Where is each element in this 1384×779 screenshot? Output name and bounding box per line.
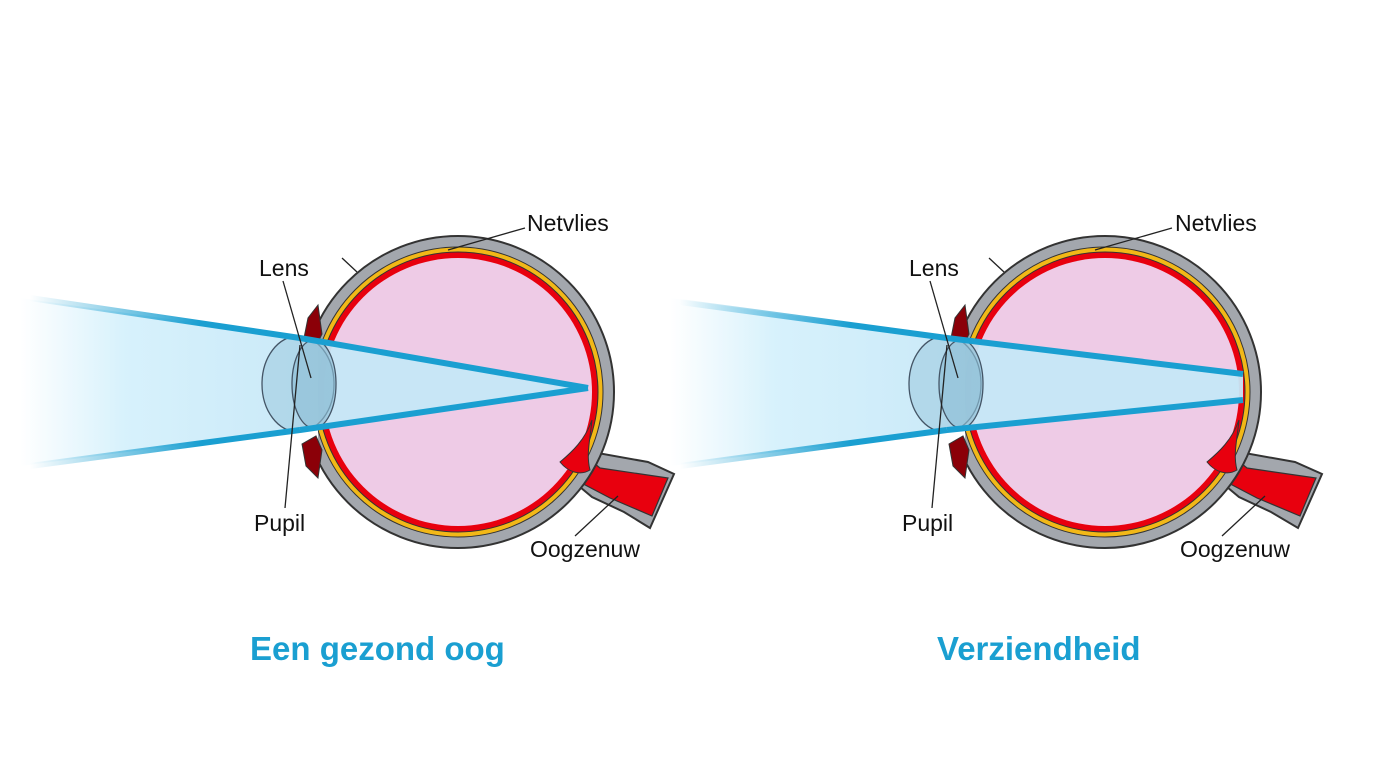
leader-retina-2 [341,257,358,273]
farsighted-eye: Lens Pupil Netvlies Oogzenuw [670,210,1324,562]
label-optic-nerve: Oogzenuw [1180,536,1290,562]
leader-retina-2 [988,257,1005,273]
ray-upper [29,295,301,341]
label-retina: Netvlies [1175,210,1257,236]
optic-disc [1206,419,1240,474]
leader-optic-nerve [574,495,619,537]
label-lens: Lens [909,255,959,281]
ray-lower-refracted [946,397,1244,433]
label-lens: Lens [259,255,309,281]
leader-retina [447,227,526,251]
healthy-eye: Lens Pupil Netvlies Oogzenuw [20,210,676,562]
ray-upper-refracted [299,335,589,391]
leader-optic-nerve [1221,495,1266,537]
label-retina: Netvlies [527,210,609,236]
leader-retina [1094,227,1173,251]
leader-pupil [931,344,948,509]
caption-healthy-eye: Een gezond oog [250,630,505,667]
ray-lower-refracted [299,385,589,433]
leader-pupil [284,344,301,509]
optic-disc [559,419,593,474]
leader-lens [929,280,959,379]
ray-upper [679,299,948,341]
ray-lower [29,427,301,469]
ray-lower [679,427,948,469]
label-pupil: Pupil [254,510,305,536]
iris-bottom [948,435,970,480]
caption-farsightedness: Verziendheid [937,630,1141,667]
iris-bottom [301,435,323,480]
ray-upper-refracted [946,335,1244,377]
label-pupil: Pupil [902,510,953,536]
leader-lens [282,280,312,379]
label-optic-nerve: Oogzenuw [530,536,640,562]
